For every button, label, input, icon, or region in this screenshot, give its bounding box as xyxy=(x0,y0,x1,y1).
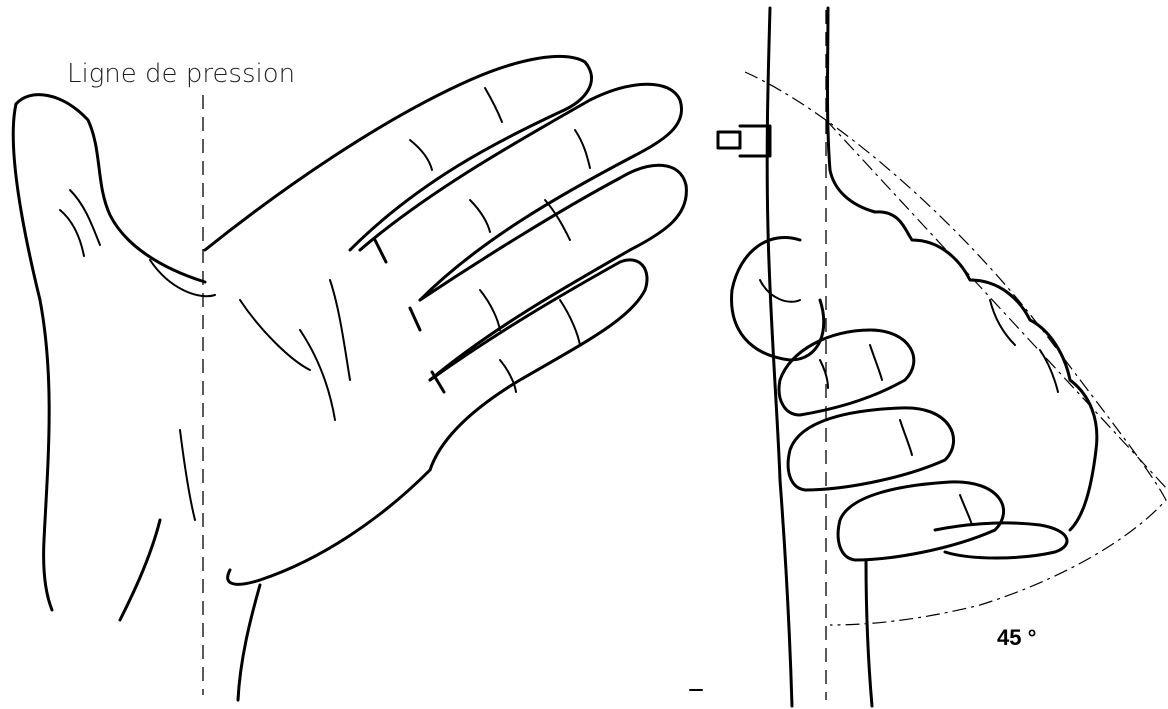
bolt-icon xyxy=(718,126,770,156)
back-of-hand xyxy=(875,212,1097,530)
handle-right-edge xyxy=(828,8,876,212)
angle-guide-line xyxy=(826,120,1168,490)
gripping-ring xyxy=(838,482,1003,560)
open-hand-illustration xyxy=(13,56,686,700)
middle-finger xyxy=(360,84,682,300)
gripping-hand-illustration xyxy=(718,8,1097,706)
palm-bottom xyxy=(228,470,430,584)
angle-label: 45 ° xyxy=(997,625,1036,650)
palm-crease xyxy=(150,260,215,296)
hand-left-edge xyxy=(13,104,52,610)
pressure-line-label: Ligne de pression xyxy=(67,59,295,89)
thumb-outline xyxy=(16,95,205,282)
gripping-index xyxy=(779,330,914,415)
gripping-middle xyxy=(788,408,953,490)
little-finger xyxy=(430,260,647,470)
gripping-little xyxy=(935,523,1067,558)
